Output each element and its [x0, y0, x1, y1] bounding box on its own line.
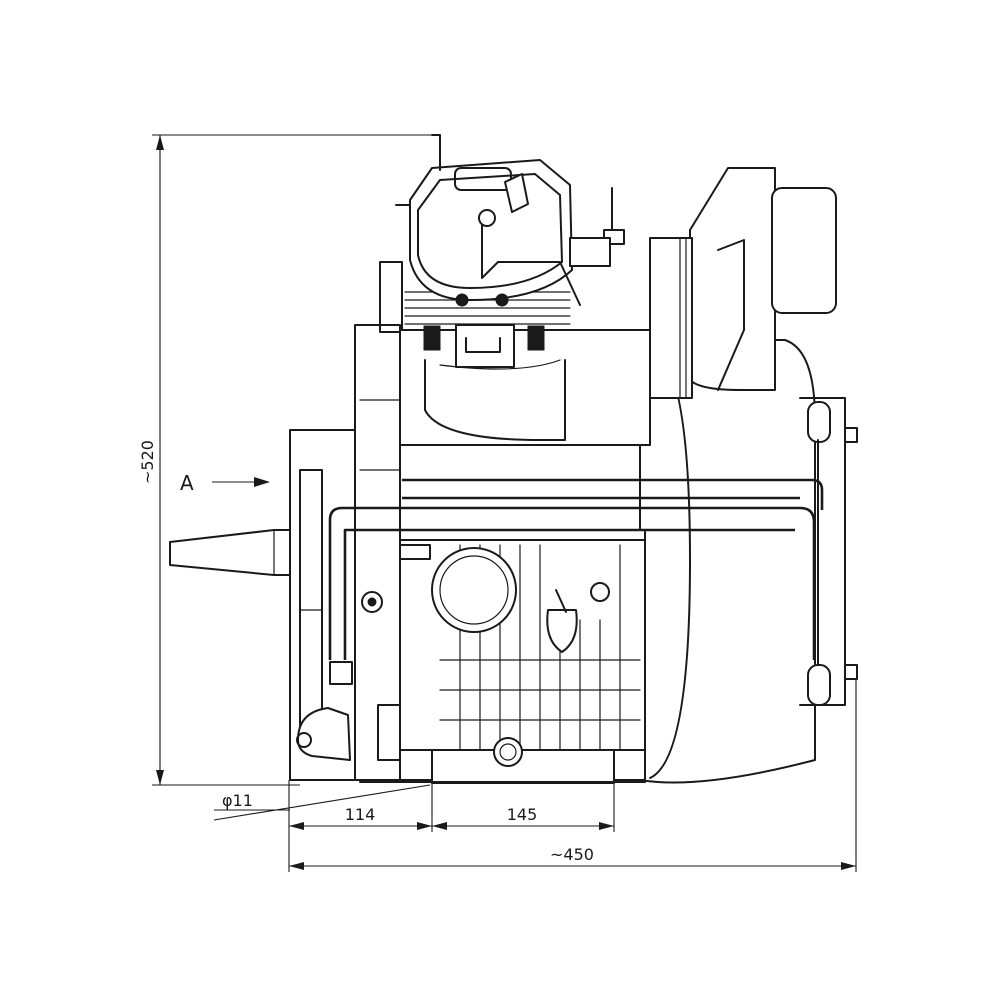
dimension-145-label: 145	[507, 805, 538, 824]
dimension-lines	[152, 134, 857, 872]
view-marker-label: A	[180, 471, 194, 495]
dimension-114-label: 114	[345, 805, 376, 824]
dimension-labels: ~520 114 145 ~450 φ11 A	[138, 440, 594, 864]
oil-filter	[431, 547, 517, 633]
cooling-fins	[439, 544, 641, 751]
dimension-height-label: ~520	[138, 440, 157, 484]
dimension-total-width-label: ~450	[550, 845, 594, 864]
hole-diameter-label: φ11	[222, 791, 253, 810]
engine-body	[169, 134, 858, 784]
